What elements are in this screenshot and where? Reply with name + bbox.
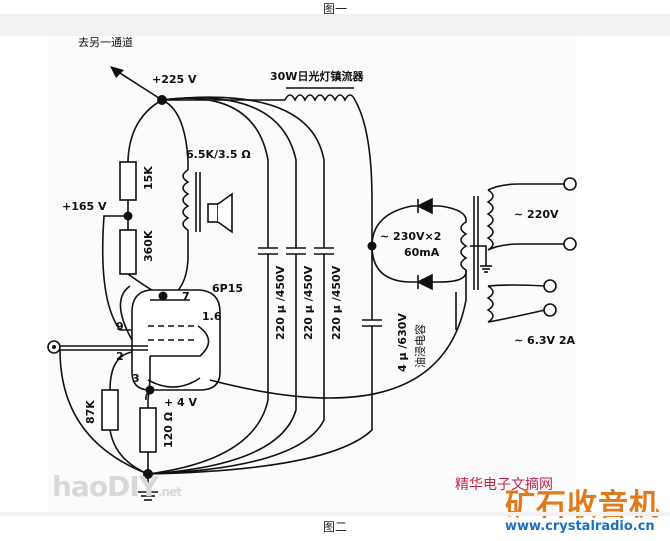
- heater-winding-coil: [486, 285, 494, 323]
- label-mains: ~ 220V: [514, 208, 559, 221]
- label-tube: 6P15: [212, 282, 243, 295]
- resistor-87k: [101, 389, 119, 431]
- wire-input-ground: [59, 349, 149, 475]
- site-watermark: 精华电子文摘网: [455, 477, 553, 493]
- junction-b-plus-165: [123, 211, 133, 221]
- terminal-mains-2: [563, 237, 577, 251]
- label-pin-9: 9: [116, 320, 124, 333]
- bottom-gray-band: [0, 512, 670, 516]
- brand-watermark: 矿石收音机: [505, 488, 660, 523]
- label-heater: ~ 6.3V 2A: [514, 334, 576, 347]
- wire-cap2-ground: [147, 254, 297, 475]
- top-gray-band: [0, 14, 670, 36]
- label-cap4-note: 油浸电容: [413, 324, 427, 368]
- junction-cathode: [145, 385, 155, 395]
- choke-coil: [284, 94, 356, 102]
- label-cap2: 220 µ /450V: [302, 265, 315, 340]
- label-pin-7: 7: [182, 290, 190, 303]
- label-r-87k: 87K: [84, 400, 97, 424]
- speaker-cone: [217, 192, 233, 234]
- resistor-120: [139, 407, 157, 453]
- label-cap3: 220 µ /450V: [330, 265, 343, 340]
- wire-diode-bottom: [371, 245, 440, 283]
- speaker-magnet: [207, 203, 219, 223]
- diode-bottom: [416, 273, 433, 291]
- label-pin-3: 3: [132, 372, 140, 385]
- wire-heater-bottom: [487, 309, 546, 323]
- wire-cap1-ground: [147, 254, 269, 475]
- label-r-360k: 360K: [142, 230, 155, 262]
- url-watermark: www.crystalradio.cn: [505, 519, 655, 534]
- label-to-other-channel: 去另一通道: [78, 35, 133, 49]
- wire-grid-to-87k: [109, 351, 133, 391]
- mains-primary-coil: [486, 189, 494, 251]
- terminal-heater-2: [543, 303, 557, 317]
- ground-symbol: [138, 474, 158, 501]
- label-r-15k: 15K: [142, 166, 155, 190]
- wire-165-to-grid: [101, 215, 132, 331]
- label-cap1: 220 µ /450V: [274, 265, 287, 340]
- label-pin-2: 2: [116, 350, 124, 363]
- wire-cap3-ground: [147, 254, 325, 475]
- wire-cap4-ground: [147, 326, 373, 475]
- terminal-mains-1: [563, 177, 577, 191]
- diode-top: [416, 197, 433, 215]
- wire-mains-top: [487, 183, 565, 191]
- resistor-360k: [119, 229, 137, 275]
- wire-heater-top: [487, 284, 546, 287]
- arrow-to-other-channel: [110, 66, 124, 78]
- label-r-120: 120 Ω: [162, 411, 175, 448]
- label-output-transformer: 6.5K/3.5 Ω: [186, 148, 251, 161]
- wire-ct-ground: [470, 245, 487, 266]
- label-cap4: 4 µ /630V: [396, 313, 409, 372]
- tube-envelope: [131, 289, 221, 391]
- output-transformer-primary: [182, 169, 190, 231]
- label-pin-1-6: 1.6: [202, 310, 222, 323]
- label-cathode-voltage: + 4 V: [164, 396, 198, 409]
- label-choke: 30W日光灯镇流器: [270, 69, 364, 83]
- tube-heater: [147, 377, 201, 388]
- figure-caption-bottom: 图二: [322, 520, 347, 534]
- label-b-plus-165: +165 V: [62, 200, 107, 213]
- junction-rectifier: [367, 241, 377, 251]
- label-hv-current: 60mA: [404, 246, 440, 259]
- junction-anode: [158, 291, 168, 301]
- junction-b-plus-225: [157, 95, 167, 105]
- wire-heater-to-tube: [209, 270, 467, 399]
- resistor-15k: [119, 161, 137, 201]
- tube-screen-link: [192, 325, 210, 357]
- haodiy-watermark: haoDIY.net: [52, 470, 182, 503]
- wire-choke-to-cap4: [354, 99, 373, 320]
- wire-diode-top: [371, 205, 440, 247]
- wire-mains-bottom: [487, 243, 565, 251]
- label-hv-secondary: ~ 230V×2: [380, 230, 441, 243]
- wire-to-cap3: [161, 96, 325, 248]
- wire-b-plus-to-15k: [127, 99, 163, 161]
- label-b-plus-225: +225 V: [152, 73, 197, 86]
- figure-caption-top: 图一: [322, 2, 347, 16]
- terminal-heater-1: [543, 279, 557, 293]
